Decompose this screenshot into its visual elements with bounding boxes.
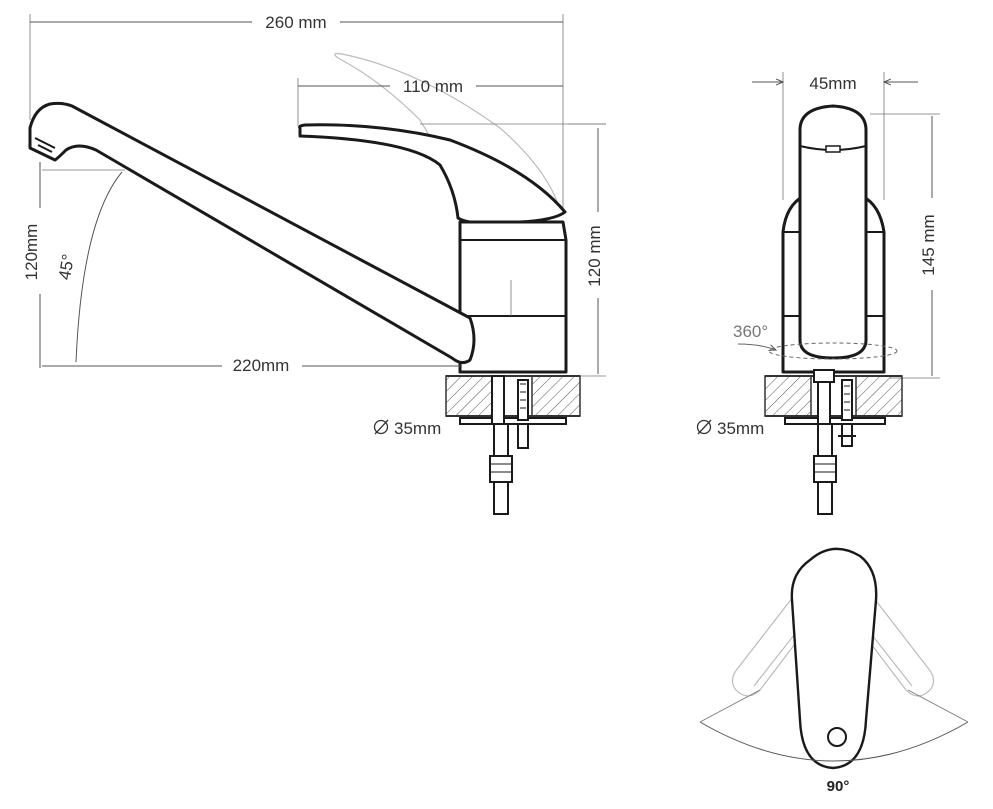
dim-spout-angle: 45° (42, 169, 125, 363)
overall-width-label: 260 mm (265, 13, 326, 32)
dim-rotation: 360° (733, 322, 898, 360)
total-height-label: 145 mm (919, 214, 938, 275)
front-view: 45mm 145 mm 360° (696, 72, 940, 515)
body-width-label: 45mm (809, 74, 856, 93)
outlet-hole (827, 727, 847, 747)
dim-lever-swing: 90° (699, 689, 969, 795)
dim-total-height: 145 mm (870, 113, 940, 379)
dim-lever-length: 110 mm (297, 77, 563, 126)
top-lever-body (790, 547, 878, 770)
valve-body (458, 220, 568, 374)
dim-body-width: 45mm (752, 72, 918, 200)
dim-spout-height: 120mm (22, 162, 41, 368)
rotation-label: 360° (733, 322, 768, 341)
dim-spout-reach: 220mm (42, 356, 462, 375)
spout-angle-label: 45° (55, 253, 78, 282)
body-height-label: 120 mm (585, 225, 604, 286)
lever-handle (298, 123, 567, 225)
lever-swing-label: 90° (827, 778, 850, 795)
lever-length-label: 110 mm (403, 77, 463, 96)
dim-base-diameter-front: 35mm (696, 419, 764, 438)
dim-body-height: 120 mm (568, 123, 606, 377)
mounting-hardware-side (459, 375, 567, 515)
spout-reach-label: 220mm (233, 356, 290, 375)
spout-height-label: 120mm (22, 224, 41, 281)
countertop-section-front (764, 375, 903, 417)
top-view: 90° (699, 547, 969, 795)
dim-overall-width: 260 mm (29, 13, 564, 215)
spout (28, 101, 476, 365)
lever-raised-ghost (334, 52, 561, 211)
side-view: 260 mm 110 mm 120mm (22, 13, 606, 515)
base-diameter-label-side: 35mm (394, 419, 441, 438)
dim-base-diameter-side: 35mm (373, 419, 441, 438)
mounting-hardware-front (784, 369, 886, 515)
countertop-section-side (445, 375, 581, 417)
base-diameter-label-front: 35mm (717, 419, 764, 438)
front-lever (798, 104, 868, 360)
